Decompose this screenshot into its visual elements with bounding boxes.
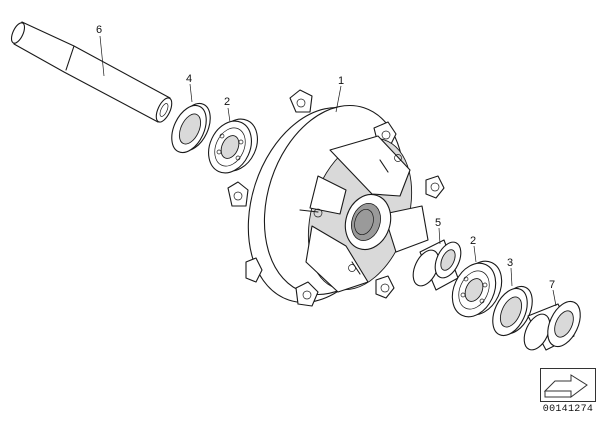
reference-number: 00141274	[542, 404, 594, 415]
callout-1: 1	[338, 75, 344, 87]
reference-box	[540, 368, 596, 402]
callout-5: 5	[435, 217, 441, 229]
leader-lines	[99, 35, 557, 307]
seal-ring-part-3	[492, 285, 533, 337]
callout-4: 4	[186, 73, 192, 85]
corner-arrow-icon	[543, 374, 588, 398]
seal-ring-part-4	[171, 102, 211, 154]
callout-2-left: 2	[224, 96, 230, 108]
callout-3: 3	[507, 257, 513, 269]
callout-2-right: 2	[470, 235, 476, 247]
bearing-part-2-left	[208, 118, 258, 174]
tube-part-6	[10, 21, 173, 123]
callout-labels: 6 4 2 1 5 2 3 7	[96, 24, 555, 291]
bushing-part-7	[523, 300, 581, 351]
spacer-part-5	[412, 239, 462, 291]
hub-housing-part-1	[227, 89, 445, 307]
callout-7: 7	[549, 279, 555, 291]
callout-6: 6	[96, 24, 102, 36]
bearing-part-2-right	[451, 260, 503, 318]
